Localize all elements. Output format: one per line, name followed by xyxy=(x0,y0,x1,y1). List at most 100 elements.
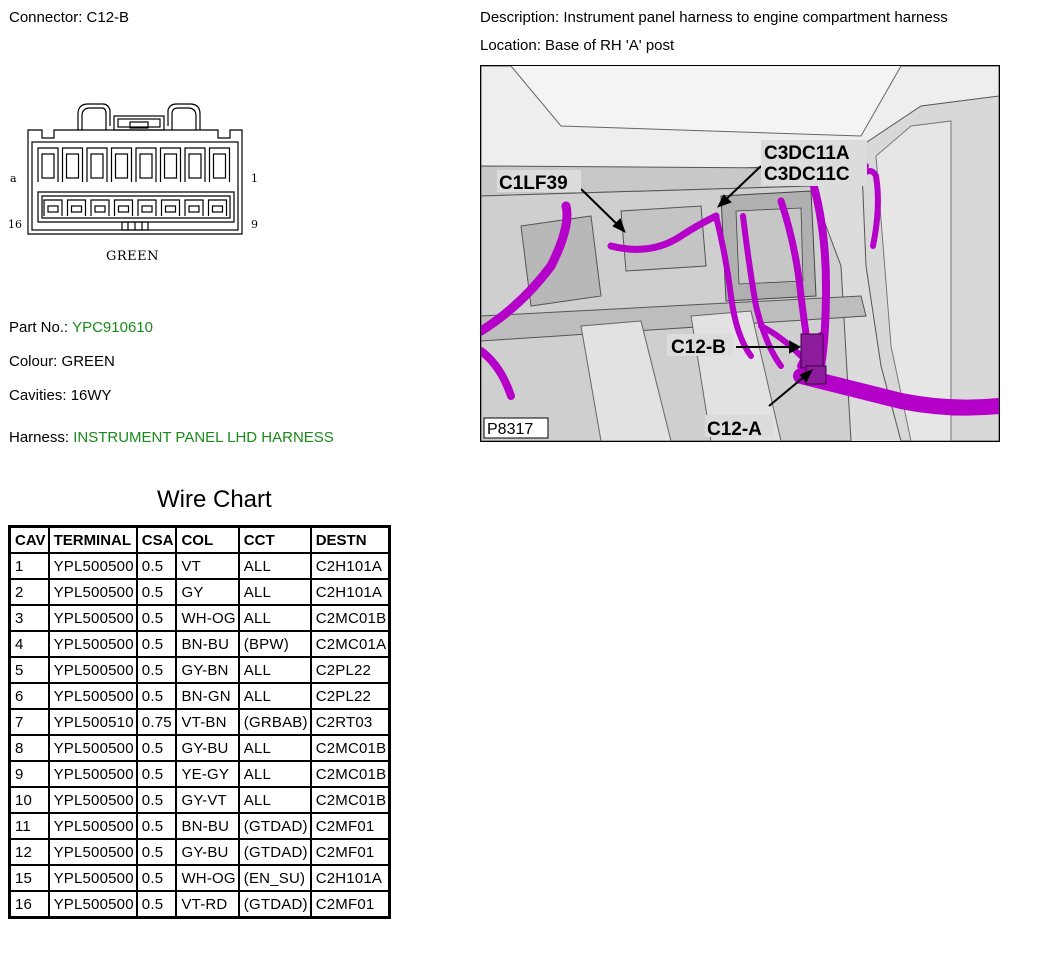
cell-terminal: YPL500500 xyxy=(47,552,138,580)
cell-col: YE-GY xyxy=(175,760,240,788)
cell-destn: C2MC01B xyxy=(309,786,391,814)
callout-c3dc11a: C3DC11A xyxy=(764,143,850,164)
cell-col: GY xyxy=(175,578,240,606)
photo-reference: P8317 xyxy=(487,421,533,438)
wire-chart-title: Wire Chart xyxy=(157,486,272,513)
cavities-row: Cavities: 16WY xyxy=(9,387,112,404)
connector-cavity xyxy=(66,199,87,216)
cell-destn: C2MC01B xyxy=(309,604,391,632)
cell-terminal: YPL500500 xyxy=(47,656,138,684)
cell-cct: (GRBAB) xyxy=(237,708,312,736)
cell-cct: (GTDAD) xyxy=(237,890,312,919)
harness-value: INSTRUMENT PANEL LHD HARNESS xyxy=(73,429,334,446)
cell-cav: 3 xyxy=(8,604,50,632)
cell-cav: 1 xyxy=(8,552,50,580)
cell-csa: 0.5 xyxy=(135,864,178,892)
cell-destn: C2PL22 xyxy=(309,656,391,684)
cell-csa: 0.5 xyxy=(135,890,178,919)
cell-cct: ALL xyxy=(237,734,312,762)
part-number-row: Part No.: YPC910610 xyxy=(9,319,153,336)
cell-csa: 0.5 xyxy=(135,760,178,788)
cell-csa: 0.75 xyxy=(135,708,178,736)
cell-cct: ALL xyxy=(237,552,312,580)
cell-terminal: YPL500500 xyxy=(47,760,138,788)
cell-terminal: YPL500500 xyxy=(47,682,138,710)
cell-terminal: YPL500500 xyxy=(47,630,138,658)
header-destn: DESTN xyxy=(309,525,391,554)
callout-c1lf39: C1LF39 xyxy=(499,173,568,194)
part-number-value: YPC910610 xyxy=(72,319,153,336)
harness-row: Harness: INSTRUMENT PANEL LHD HARNESS xyxy=(9,429,334,446)
connector-cavity xyxy=(135,147,157,182)
cell-cct: (BPW) xyxy=(237,630,312,658)
cell-terminal: YPL500500 xyxy=(47,604,138,632)
cell-col: BN-BU xyxy=(175,630,240,658)
connector-cavity xyxy=(159,147,182,182)
pin-label-9: 9 xyxy=(251,218,258,231)
connector-cavity xyxy=(113,199,134,216)
connector-cavity xyxy=(160,199,181,216)
cell-csa: 0.5 xyxy=(135,604,178,632)
colour-row: Colour: GREEN xyxy=(9,353,115,370)
cell-destn: C2H101A xyxy=(309,864,391,892)
cell-cav: 11 xyxy=(8,812,50,840)
cell-cav: 15 xyxy=(8,864,50,892)
connector-label: Connector: C12-B xyxy=(9,9,130,26)
pin-label-a: a xyxy=(10,172,17,185)
colour-label: Colour: xyxy=(9,353,58,370)
cell-col: WH-OG xyxy=(175,604,240,632)
cell-destn: C2MC01A xyxy=(309,630,391,658)
cell-csa: 0.5 xyxy=(135,552,178,580)
connector-cavity xyxy=(86,147,108,182)
header-col: COL xyxy=(175,525,240,554)
callout-c3dc11c: C3DC11C xyxy=(764,164,850,185)
cell-col: VT-RD xyxy=(175,890,240,919)
cell-col: BN-GN xyxy=(175,682,240,710)
cell-terminal: YPL500500 xyxy=(47,864,138,892)
cell-cav: 4 xyxy=(8,630,50,658)
cell-cav: 5 xyxy=(8,656,50,684)
cell-cct: ALL xyxy=(237,760,312,788)
connector-cavity xyxy=(184,199,204,216)
cell-cav: 8 xyxy=(8,734,50,762)
cell-csa: 0.5 xyxy=(135,656,178,684)
header-csa: CSA xyxy=(135,525,178,554)
cell-destn: C2RT03 xyxy=(309,708,391,736)
cell-destn: C2MC01B xyxy=(309,734,391,762)
cell-destn: C2MF01 xyxy=(309,838,391,866)
pin-label-1: 1 xyxy=(251,172,258,185)
cell-destn: C2PL22 xyxy=(309,682,391,710)
cell-col: VT xyxy=(175,552,240,580)
cell-col: GY-BN xyxy=(175,656,240,684)
location-text: Location: Base of RH 'A' post xyxy=(480,37,675,54)
cell-terminal: YPL500500 xyxy=(47,812,138,840)
cell-col: GY-BU xyxy=(175,838,240,866)
cell-col: GY-VT xyxy=(175,786,240,814)
cell-destn: C2MF01 xyxy=(309,812,391,840)
cell-cav: 10 xyxy=(8,786,50,814)
cell-destn: C2H101A xyxy=(309,552,391,580)
connector-cavity xyxy=(207,199,228,216)
harness-label: Harness: xyxy=(9,429,70,446)
cell-csa: 0.5 xyxy=(135,682,178,710)
cell-terminal: YPL500500 xyxy=(47,734,138,762)
cell-cav: 6 xyxy=(8,682,50,710)
connector-cavity xyxy=(43,199,63,216)
cell-cct: ALL xyxy=(237,682,312,710)
cell-col: GY-BU xyxy=(175,734,240,762)
cell-cct: (GTDAD) xyxy=(237,838,312,866)
cell-cct: ALL xyxy=(237,786,312,814)
